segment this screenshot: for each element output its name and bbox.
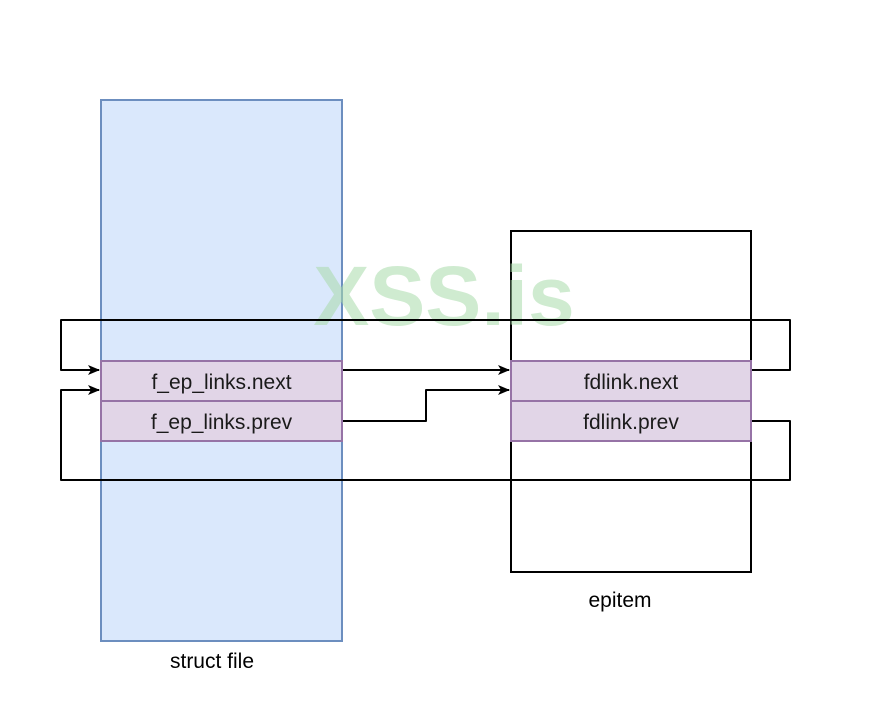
struct-file-field-next: f_ep_links.next	[100, 360, 343, 402]
wire-fdlink-prev-to-file-prev	[60, 385, 791, 481]
epitem-field-prev: fdlink.prev	[510, 400, 752, 442]
wire-file-prev-to-fdlink-next	[342, 385, 510, 422]
struct-file-caption: struct file	[170, 650, 254, 673]
struct-file-field-prev: f_ep_links.prev	[100, 400, 343, 442]
epitem-field-next: fdlink.next	[510, 360, 752, 402]
struct-file-field-next-label: f_ep_links.next	[151, 371, 291, 394]
watermark: XSS.is	[313, 249, 574, 343]
epitem-field-prev-label: fdlink.prev	[583, 411, 679, 434]
wire-fdlink-next-to-file-next	[60, 319, 791, 375]
struct-file-field-prev-label: f_ep_links.prev	[151, 411, 293, 434]
epitem-caption: epitem	[588, 589, 651, 612]
epitem-field-next-label: fdlink.next	[584, 371, 679, 394]
connection-wires	[60, 319, 791, 481]
